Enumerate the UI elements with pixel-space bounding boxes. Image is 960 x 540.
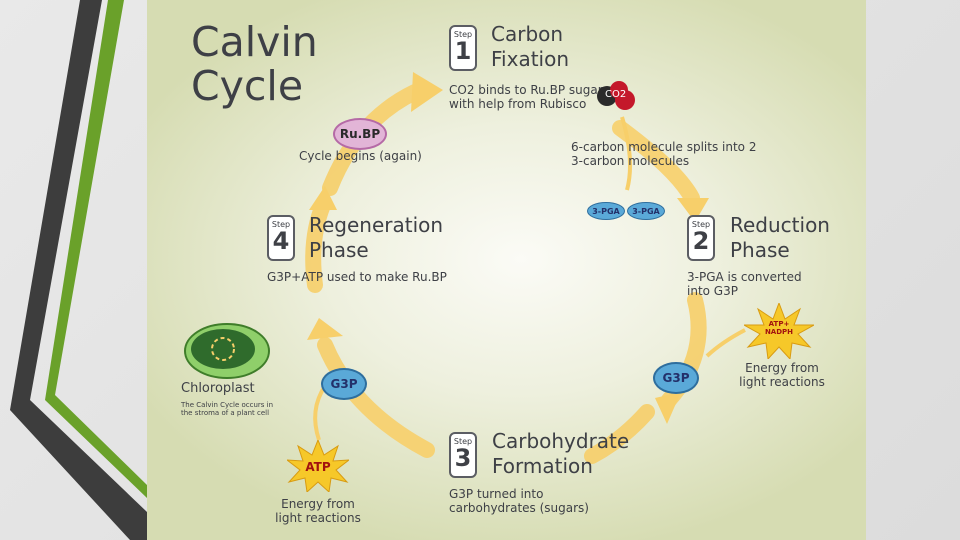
arrowhead-3pga <box>677 198 709 222</box>
step4-title: Regeneration Phase <box>309 213 444 262</box>
co2-label: CO2 <box>605 89 627 100</box>
g3p-right-pill: G3P <box>653 362 699 394</box>
co2-oxygen-atom <box>615 90 635 110</box>
step2-badge: Step 2 <box>687 215 715 261</box>
atp-star <box>287 440 349 492</box>
3pga-pill: 3-PGA <box>627 202 665 220</box>
dark-diagonal-bar <box>10 0 147 540</box>
rubp-caption: Cycle begins (again) <box>299 149 422 163</box>
step-number: 3 <box>454 444 472 472</box>
co2-molecule <box>597 81 635 110</box>
arrow-step4-to-rubp <box>305 197 331 293</box>
chloroplast-cycle-icon <box>211 337 235 361</box>
step3-badge: Step 3 <box>449 432 477 478</box>
chloroplast-stroma <box>191 329 255 369</box>
chloroplast-caption: The Calvin Cycle occurs in the stroma of… <box>181 401 274 417</box>
step1-badge: Step 1 <box>449 25 477 71</box>
step1-description: CO2 binds to Ru.BP sugar with help from … <box>449 83 603 111</box>
arrowhead-g3p <box>655 392 681 424</box>
arrow-g3p-to-step3 <box>584 404 655 464</box>
step3-description: G3P turned into carbohydrates (sugars) <box>449 487 589 515</box>
3pga-pill: 3-PGA <box>587 202 625 220</box>
step2-description: 3-PGA is converted into G3P <box>687 270 802 298</box>
step-number: 4 <box>272 227 290 255</box>
green-diagonal-bar <box>45 0 147 498</box>
arrowhead-rubp <box>309 186 337 210</box>
step-number: 2 <box>692 227 710 255</box>
split-description: 6-carbon molecule splits into 2 3-carbon… <box>571 140 757 168</box>
step-word: Step <box>691 220 711 229</box>
rubp-molecule: Ru.BP <box>333 118 387 150</box>
star-shape <box>287 440 349 492</box>
thin-arrow-co2 <box>620 116 632 191</box>
page-title: Calvin Cycle <box>191 18 318 110</box>
arrow-step3-to-step4 <box>317 337 435 458</box>
step1-title: Carbon Fixation <box>491 22 570 71</box>
chloroplast-label: Chloroplast <box>181 381 255 396</box>
chloroplast-illustration <box>184 323 270 379</box>
atp-nadph-caption: Energy from light reactions <box>739 361 825 389</box>
cycle-arrows <box>305 72 746 464</box>
atp-label: ATP <box>305 460 331 474</box>
step-word: Step <box>453 437 473 446</box>
slide-decoration <box>10 0 147 540</box>
atp-caption: Energy from light reactions <box>275 497 361 525</box>
step4-description: G3P+ATP used to make Ru.BP <box>267 270 447 284</box>
atp-nadph-star <box>744 303 814 359</box>
step3-title: Carbohydrate Formation <box>492 429 630 478</box>
arrow-co2-to-3pga <box>612 120 700 206</box>
step2-title: Reduction Phase <box>730 213 830 262</box>
step-word: Step <box>453 30 473 39</box>
arrowhead-step1 <box>411 72 443 112</box>
star-shape <box>744 303 814 359</box>
arrowhead-step4 <box>307 318 343 340</box>
atp-nadph-label: ATP+ NADPH <box>764 320 794 336</box>
step-word: Step <box>271 220 291 229</box>
thin-arrow-atp <box>313 384 327 441</box>
calvin-cycle-diagram: Calvin Cycle Step 1 Carbon Fixation CO2 … <box>147 0 866 540</box>
g3p-left-pill: G3P <box>321 368 367 400</box>
step-number: 1 <box>454 37 472 65</box>
step4-badge: Step 4 <box>267 215 295 261</box>
thin-arrow-atp-nadph <box>705 328 746 358</box>
